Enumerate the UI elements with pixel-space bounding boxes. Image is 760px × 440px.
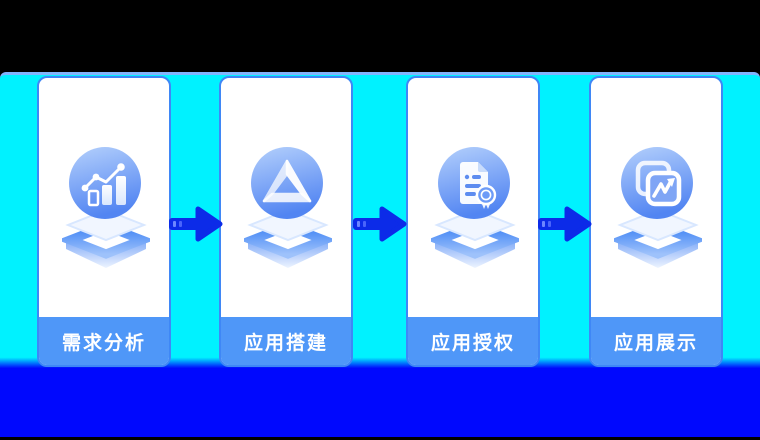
arrow-right-icon (353, 206, 407, 242)
layer-plate-icon (247, 208, 329, 242)
layer-chevron-icon (244, 222, 332, 268)
layer-chevron-icon (614, 222, 702, 268)
step-card-app-display: 应用展示 (589, 76, 723, 367)
card-footer: 应用搭建 (221, 317, 351, 365)
card-footer: 应用授权 (408, 317, 538, 365)
step-card-app-build: 应用搭建 (219, 76, 353, 367)
app-window-icon (621, 147, 693, 219)
card-body (591, 78, 721, 317)
layer-stack-icon (39, 78, 169, 317)
card-body (408, 78, 538, 317)
layer-chevron-icon (62, 222, 150, 268)
step-card-app-authorization: 应用授权 (406, 76, 540, 367)
layer-stack-icon (408, 78, 538, 317)
certificate-doc-icon (438, 147, 510, 219)
layer-plate-icon (617, 208, 699, 242)
drive-triangle-icon (251, 147, 323, 219)
step-card-requirement-analysis: 需求分析 (37, 76, 171, 367)
layer-chevron-icon (431, 222, 519, 268)
trend-chart-icon (69, 147, 141, 219)
step-label: 应用展示 (613, 332, 698, 354)
step-label: 应用授权 (430, 332, 515, 354)
layer-stack-icon (221, 78, 351, 317)
card-footer: 应用展示 (591, 317, 721, 365)
content-band: 需求分析 (0, 72, 760, 437)
card-body (39, 78, 169, 317)
card-footer: 需求分析 (39, 317, 169, 365)
layer-plate-icon (434, 208, 516, 242)
step-label: 应用搭建 (243, 332, 328, 354)
layer-plate-icon (65, 208, 147, 242)
card-body (221, 78, 351, 317)
step-label: 需求分析 (61, 332, 146, 354)
arrow-right-icon (169, 206, 223, 242)
layer-stack-icon (591, 78, 721, 317)
arrow-right-icon (538, 206, 592, 242)
